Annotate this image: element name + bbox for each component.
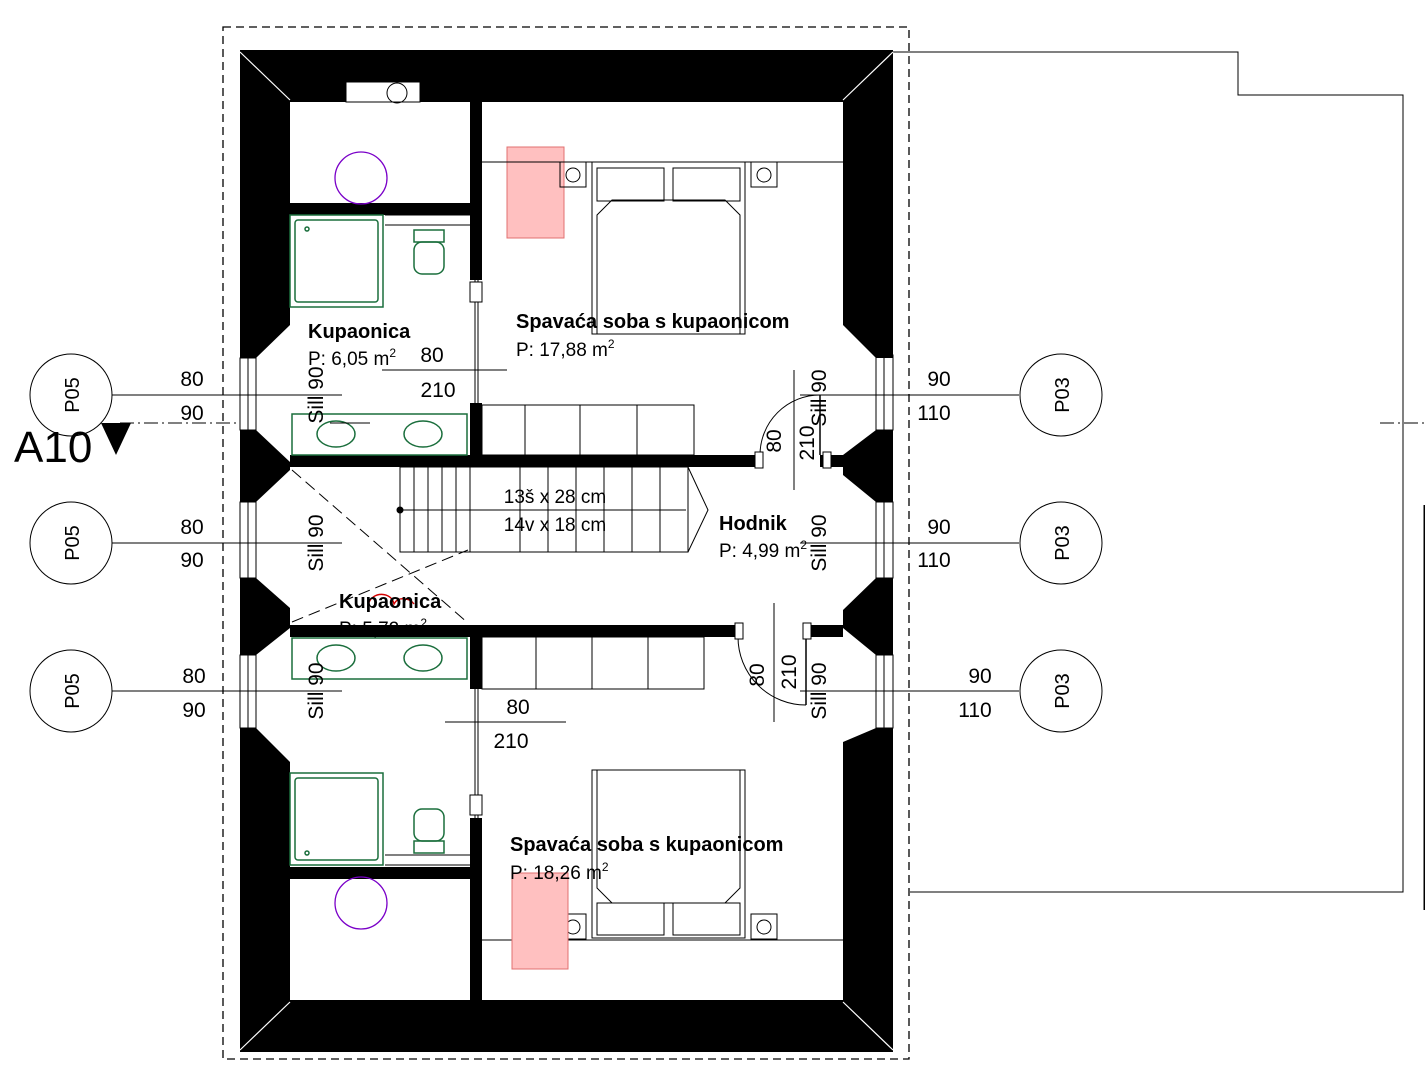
window-tag-right-1: P03	[1052, 377, 1074, 413]
sill-right-1: Sill 90	[808, 369, 831, 426]
door-bath-top-height: 210	[420, 379, 455, 402]
room-area-hall: P: 4,99 m2	[719, 538, 807, 562]
window-tag-right-2: P03	[1052, 525, 1074, 561]
stairs	[396, 466, 709, 553]
shower-top	[289, 214, 384, 308]
drain-top	[334, 151, 388, 205]
window-height-left-3: 90	[182, 699, 205, 722]
stairs-tread-label: 13š x 28 cm	[504, 487, 606, 508]
window-height-right-3: 110	[958, 699, 991, 722]
room-name-bedroom-bottom: Spavaća soba s kupaonicom	[510, 834, 783, 856]
room-name-bath-mid: Kupaonica	[339, 591, 442, 613]
toilet-top	[413, 229, 445, 275]
landing-bottom	[481, 636, 705, 690]
landing-top	[481, 404, 695, 456]
window-frames-right	[875, 354, 894, 729]
double-sink-mid	[291, 637, 468, 680]
door-bath-bottom-width: 80	[506, 696, 529, 719]
chimney-bottom	[511, 872, 569, 970]
door-bath-bottom-height: 210	[493, 730, 528, 753]
wall-bevels	[239, 51, 894, 1051]
axis-marker-arrow-icon	[101, 423, 131, 455]
stair-void-lines	[291, 469, 469, 624]
duct-top-circle	[386, 82, 408, 104]
toilet-bottom	[413, 808, 445, 854]
terrace-outline	[892, 51, 1404, 893]
outer-walls	[240, 50, 893, 1052]
room-name-hall: Hodnik	[719, 513, 788, 535]
red-annotation	[367, 593, 415, 607]
nightstands-top	[559, 161, 778, 188]
window-width-right-3: 90	[968, 665, 991, 688]
nightstands-bottom	[559, 913, 778, 940]
room-area-bath-mid: P: 5,72 m2	[339, 616, 427, 640]
room-name-bedroom-top: Spavaća soba s kupaonicom	[516, 311, 789, 333]
window-width-left-3: 80	[182, 665, 205, 688]
window-tag-left-1: P05	[62, 377, 84, 413]
window-tag-circles	[29, 353, 1103, 733]
window-height-left-2: 90	[180, 549, 203, 572]
door-bedroom-bottom-width: 80	[746, 663, 769, 686]
door-bedroom-top-height: 210	[796, 425, 819, 460]
window-tag-left-3: P05	[62, 673, 84, 709]
window-width-right-1: 90	[927, 368, 950, 391]
door-bedroom-top-width: 80	[763, 429, 786, 452]
room-area-bedroom-top: P: 17,88 m2	[516, 337, 615, 361]
shower-bottom	[289, 772, 384, 866]
window-tag-right-3: P03	[1052, 673, 1074, 709]
window-leaders	[112, 394, 1019, 692]
room-name-bath-top: Kupaonica	[308, 321, 411, 343]
sill-right-3: Sill 90	[808, 662, 831, 719]
chimney-top	[506, 146, 565, 239]
sill-left-3: Sill 90	[305, 662, 328, 719]
window-height-right-1: 110	[917, 402, 950, 425]
door-bedroom-top-swing	[754, 370, 832, 490]
door-bedroom-bottom-swing	[734, 603, 812, 722]
duct-top	[345, 81, 421, 103]
door-bath-top-width: 80	[420, 344, 443, 367]
axis-marker-label: A10	[14, 423, 92, 472]
bed-top	[591, 161, 746, 335]
room-area-bedroom-bottom: P: 18,26 m2	[510, 860, 609, 884]
sill-right-2: Sill 90	[808, 514, 831, 571]
double-sink-top	[291, 413, 468, 456]
window-width-left-1: 80	[180, 368, 203, 391]
window-tag-left-2: P05	[62, 525, 84, 561]
door-bedroom-bottom-height: 210	[778, 654, 801, 689]
bed-bottom	[591, 769, 746, 939]
sill-left-2: Sill 90	[305, 514, 328, 571]
interior-walls	[290, 100, 843, 1003]
drain-bottom	[334, 876, 388, 930]
stairs-riser-label: 14v x 18 cm	[504, 515, 606, 536]
window-width-right-2: 90	[927, 516, 950, 539]
sill-left-1: Sill 90	[305, 366, 328, 423]
window-height-left-1: 90	[180, 402, 203, 425]
window-width-left-2: 80	[180, 516, 203, 539]
window-height-right-2: 110	[917, 549, 950, 572]
room-area-bath-top: P: 6,05 m2	[308, 346, 396, 370]
